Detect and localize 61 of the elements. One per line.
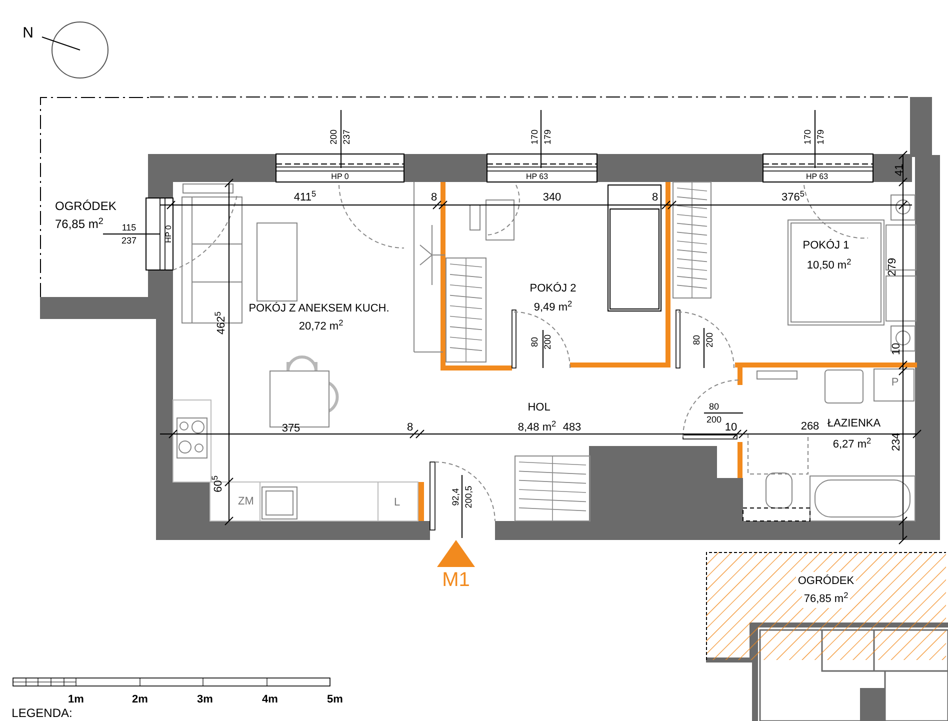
room-label: POKÓJ Z ANEKSEM KUCH.	[248, 304, 390, 314]
dimension-text: 200	[706, 416, 722, 424]
sill-height-text: HP 0	[165, 225, 173, 243]
sill-height-text: HP 0	[331, 173, 349, 181]
north-label: N	[22, 26, 34, 40]
room-label: ŁAZIENKA	[827, 418, 881, 430]
room-label: 6,27 m$^{2}$	[832, 440, 872, 450]
dimension-text: 80	[709, 402, 719, 412]
room-label: POKÓJ 2	[530, 284, 576, 294]
area-name: OGRÓDEK	[796, 572, 856, 590]
area-name: OGRÓDEK	[55, 198, 116, 215]
dimension-text: 237	[121, 236, 137, 246]
entrance-label: M1	[442, 570, 470, 590]
dimension-text: 411$^{5}$	[294, 192, 316, 204]
dimension-text: 200	[544, 334, 552, 350]
legend-heading: LEGENDA:	[12, 707, 72, 719]
room-label: POKÓJ 1	[802, 240, 850, 252]
dimension-text: 200	[706, 332, 714, 348]
fixture-label: ZM	[238, 496, 254, 508]
dimension-text: 268	[800, 422, 820, 432]
scale-label: 2m	[132, 694, 148, 706]
fixture-label: L	[394, 498, 400, 508]
dimension-text: 115	[122, 224, 136, 232]
scale-label: 5m	[327, 694, 343, 706]
sill-height-text: HP 63	[526, 173, 548, 181]
room-label: 8,48 m$^{2}$	[518, 422, 556, 434]
dimension-text: 41	[894, 164, 906, 176]
dimension-text: 376$^{5}$	[782, 192, 804, 204]
dimension-text: 80	[530, 337, 540, 347]
dimension-text: 179	[816, 129, 826, 145]
dimension-text: 170	[530, 129, 540, 145]
dimension-text: 92,4	[452, 488, 460, 506]
scale-label: 1m	[68, 694, 84, 706]
room-label: 10,50 m$^{2}$	[806, 260, 852, 272]
dimension-text: 8	[652, 192, 658, 204]
dimension-text: 80	[692, 335, 702, 345]
dimension-text: 8	[430, 192, 438, 204]
dimension-text: 375	[282, 424, 300, 434]
area-size: 76,85 m$^{2}$	[802, 590, 850, 608]
dimension-text: 8	[406, 422, 414, 434]
dimension-text: 340	[542, 192, 562, 204]
dimension-text: 170	[804, 129, 812, 145]
area-size: 76,85 m$^{2}$	[55, 215, 104, 233]
scale-label: 3m	[197, 694, 213, 706]
dimension-text: 237	[342, 129, 352, 145]
room-label: 9,49 m$^{2}$	[534, 302, 572, 314]
dimension-text: 483	[562, 422, 582, 434]
dimension-text: 200	[330, 129, 338, 145]
dimension-text: 234	[892, 432, 902, 452]
garden-area	[40, 97, 150, 297]
dimension-text: 179	[544, 129, 552, 145]
dimension-text: 200,5	[464, 486, 474, 508]
scale-label: 4m	[262, 694, 278, 706]
room-label: 20,72 m$^{2}$	[298, 322, 344, 332]
room-label: HOL	[528, 402, 550, 414]
garden-area	[706, 552, 946, 660]
dimension-text: 10	[892, 342, 902, 356]
dimension-text: 10	[724, 422, 738, 434]
sill-height-text: HP 63	[806, 173, 828, 181]
fixture-label: P	[891, 378, 899, 388]
dimension-text: 279	[888, 258, 898, 276]
